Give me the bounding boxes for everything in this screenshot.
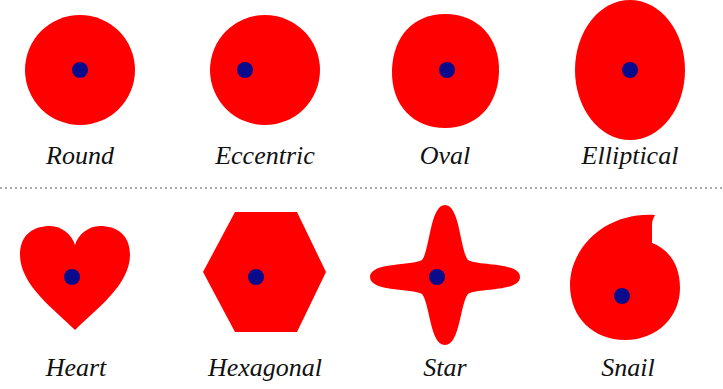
center-dot (72, 62, 88, 78)
shape-label: Snail (601, 353, 654, 383)
center-dot (237, 62, 253, 78)
center-dot (64, 269, 80, 285)
center-dot (248, 269, 264, 285)
shape-label: Heart (46, 353, 107, 383)
shape-label: Oval (420, 141, 471, 171)
round-shape (25, 15, 135, 125)
shape-label: Star (423, 353, 466, 383)
elliptical-shape (575, 0, 685, 140)
snail-shape (570, 215, 680, 340)
shape-label: Elliptical (582, 141, 679, 171)
eccentric-shape (210, 15, 320, 125)
center-dot (429, 269, 445, 285)
shape-label: Hexagonal (208, 353, 322, 383)
heart-shape (20, 226, 130, 330)
shape-label: Round (46, 141, 114, 171)
star-shape (370, 205, 520, 345)
hexagonal-shape (203, 212, 326, 332)
separator-line (0, 187, 723, 189)
center-dot (614, 288, 630, 304)
center-dot (622, 62, 638, 78)
oval-shape (392, 14, 499, 128)
shape-label: Eccentric (215, 141, 315, 171)
center-dot (439, 62, 455, 78)
